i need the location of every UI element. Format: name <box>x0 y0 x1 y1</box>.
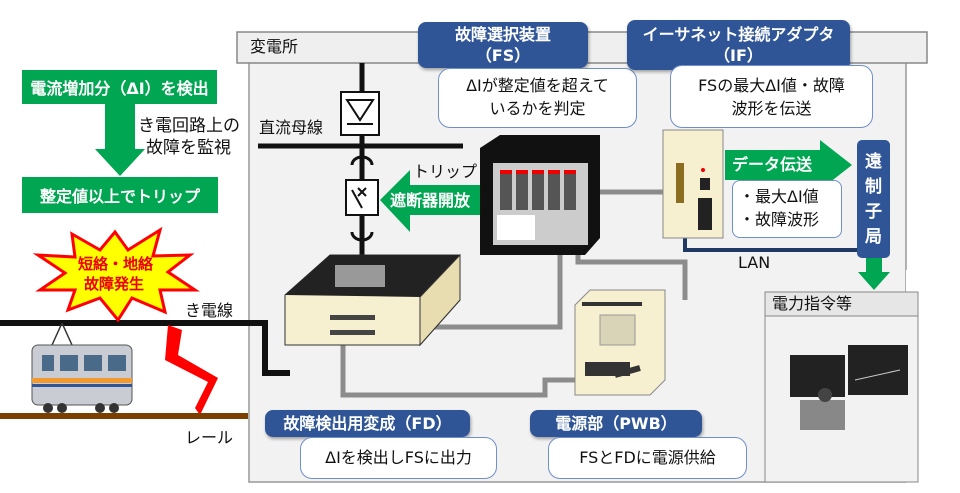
fd-device <box>284 253 461 347</box>
command-label: 電力指令等 <box>772 294 853 313</box>
detect-delta-i-box: 電流増加分（ΔI）を検出 <box>22 70 217 104</box>
dc-bus-label: 直流母線 <box>259 118 324 137</box>
rail <box>0 413 248 419</box>
trip-arrow <box>380 170 480 232</box>
trip-label: トリップ <box>413 162 478 181</box>
lightning-icon <box>165 325 218 415</box>
if-desc: FSの最大ΔI値・故障 波形を伝送 <box>670 65 873 128</box>
rail-label: レール <box>185 428 234 447</box>
data-transfer-arrow <box>725 140 852 190</box>
trip-threshold-box: 整定値以上でトリップ <box>22 177 218 213</box>
if-desc-line1: FSの最大ΔI値・故障 <box>698 76 845 95</box>
control-room-image <box>790 345 908 430</box>
breaker-open-label: 遮断器開放 <box>390 191 471 210</box>
fs-device <box>480 135 600 255</box>
data-items-box: ・最大ΔI値 ・故障波形 <box>732 180 842 238</box>
diode-box <box>340 91 380 136</box>
fs-desc: ΔIが整定値を超えて いるかを判定 <box>438 68 637 128</box>
monitor-text-2: 故障を監視 <box>146 138 231 158</box>
fd-desc: ΔIを検出しFSに出力 <box>300 437 497 479</box>
remote-station-label: 遠制子局 <box>865 152 882 247</box>
fault-starburst <box>32 226 200 323</box>
breaker-switch-icon <box>351 187 367 209</box>
data-item-max-delta-i: ・最大ΔI値 <box>739 187 819 206</box>
data-item-waveform: ・故障波形 <box>739 210 820 229</box>
if-title-line2: （IF） <box>714 46 763 65</box>
breaker-box <box>345 179 379 216</box>
fs-title-line1: 故障選択装置 <box>454 25 551 44</box>
substation-title: 変電所 <box>250 37 299 56</box>
down-arrow-green <box>95 104 145 176</box>
monitor-text-1: き電回路上の <box>138 116 240 136</box>
fs-desc-line1: ΔIが整定値を超えて <box>466 76 609 95</box>
if-title: イーサネット接続アダプタ （IF） <box>627 20 850 70</box>
fd-title: 故障検出用変成（FD） <box>265 410 470 437</box>
down-arrow <box>858 258 890 290</box>
if-desc-line2: 波形を伝送 <box>731 99 812 118</box>
if-device <box>662 129 724 239</box>
lan-label: LAN <box>738 253 771 272</box>
pwb-device <box>574 289 666 396</box>
feeder-label: き電線 <box>185 301 234 320</box>
remote-station-box <box>857 140 890 258</box>
pwb-title: 電源部（PWB） <box>530 410 702 437</box>
fs-title: 故障選択装置 （FS） <box>418 22 588 68</box>
power-circuit <box>0 63 463 376</box>
train-icon <box>31 322 133 413</box>
fault-text-1: 短絡・地絡 <box>78 255 154 273</box>
fs-desc-line2: いるかを判定 <box>489 99 586 118</box>
data-transfer-label: データ伝送 <box>732 155 813 174</box>
fs-title-line2: （FS） <box>475 46 531 65</box>
diode-icon <box>345 99 375 125</box>
if-title-line1: イーサネット接続アダプタ <box>642 25 835 44</box>
pwb-desc: FSとFDに電源供給 <box>548 437 747 479</box>
fault-text-2: 故障発生 <box>84 275 145 293</box>
